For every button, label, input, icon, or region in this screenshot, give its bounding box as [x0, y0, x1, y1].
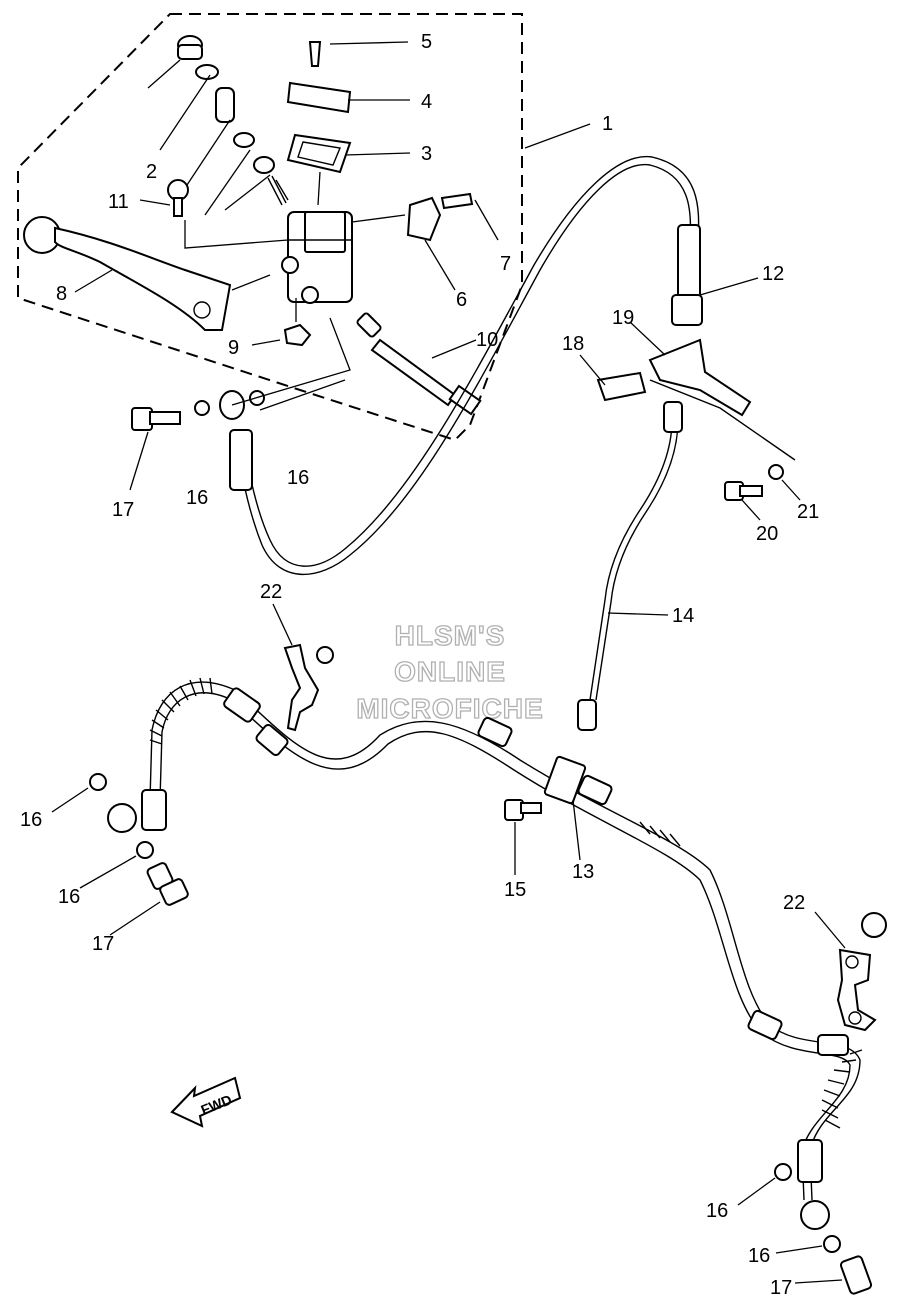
lever-nut: [251, 298, 312, 347]
watermark: HLSM'S ONLINE MICROFICHE: [356, 619, 544, 724]
callout-10: 10: [476, 329, 498, 351]
watermark-line-2: ONLINE: [394, 656, 506, 687]
callout-4: 4: [421, 91, 432, 113]
brake-lever: [23, 216, 271, 331]
hose-clip-upper: [272, 603, 334, 732]
watermark-line-1: HLSM'S: [395, 620, 506, 651]
lower-brake-hose: [51, 677, 873, 1295]
callout-6: 6: [456, 289, 467, 311]
callout-22-lower: 22: [783, 892, 805, 914]
master-cylinder-assembly: [23, 35, 499, 491]
piston-kit: [147, 35, 289, 216]
callout-17-lower-right: 17: [770, 1277, 792, 1299]
callout-16-lower-left-b: 16: [58, 886, 80, 908]
callout-11: 11: [108, 191, 129, 213]
upper-banjo-fitting: [194, 317, 351, 420]
pivot-bolt: [139, 179, 289, 249]
callout-9: 9: [228, 337, 239, 359]
callout-17-upper: 17: [112, 499, 134, 521]
brake-pipe: [577, 401, 683, 731]
callout-3: 3: [421, 143, 432, 165]
callout-18: 18: [562, 333, 584, 355]
brake-switch: [356, 312, 482, 416]
master-cylinder-body: [281, 211, 353, 304]
upper-brake-hose: [229, 155, 759, 576]
hose-clip-lower: [814, 911, 887, 1032]
callout-20: 20: [756, 523, 778, 545]
callout-21: 21: [797, 501, 819, 523]
reservoir-cap-parts: [286, 41, 411, 206]
callout-16-upper-left: 16: [186, 487, 208, 509]
callout-13: 13: [572, 861, 594, 883]
callout-2: 2: [146, 161, 157, 183]
callout-15: 15: [504, 879, 526, 901]
forward-arrow-icon: FWD: [170, 1076, 242, 1128]
callout-16-lower-left-a: 16: [20, 809, 42, 831]
callout-19: 19: [612, 307, 634, 329]
clamp: [351, 192, 499, 291]
callout-5: 5: [421, 31, 432, 53]
callout-14: 14: [672, 605, 694, 627]
callout-17-lower-left: 17: [92, 933, 114, 955]
callout-16-lower-right-b: 16: [748, 1245, 770, 1267]
callout-22-upper: 22: [260, 581, 282, 603]
callouts: 1 2 3 4 5 6 7 8 9 10 11 12 13 14 15 16 1…: [20, 31, 819, 1299]
watermark-line-3: MICROFICHE: [356, 693, 543, 724]
callout-7: 7: [500, 253, 511, 275]
callout-16-upper-right: 16: [287, 467, 309, 489]
callout-12: 12: [762, 263, 784, 285]
callout-8: 8: [56, 283, 67, 305]
hose-bracket: [579, 321, 801, 521]
callout-1: 1: [602, 113, 613, 135]
assembly-outline: [17, 13, 523, 442]
upper-banjo-bolt: [129, 407, 181, 491]
callout-16-lower-right-a: 16: [706, 1200, 728, 1222]
